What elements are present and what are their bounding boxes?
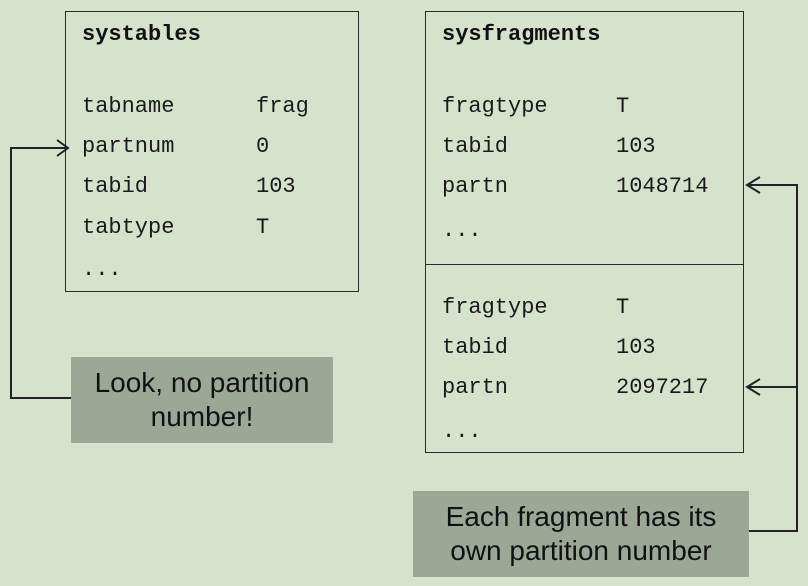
systables-row-tabname-value: frag xyxy=(256,94,309,119)
systables-row-tabid-key: tabid xyxy=(82,174,149,199)
fragment2-partn-value: 2097217 xyxy=(616,375,709,400)
systables-box: systables tabname frag partnum 0 tabid 1… xyxy=(65,11,359,292)
fragment1-partn-key: partn xyxy=(442,174,509,199)
sysfragments-box: sysfragments fragtype T tabid 103 partn … xyxy=(425,11,744,453)
fragment1-partn-value: 1048714 xyxy=(616,174,709,199)
fragment-divider xyxy=(426,264,743,265)
fragment2-ellipsis: ... xyxy=(442,419,482,444)
fragment2-fragtype-key: fragtype xyxy=(442,295,548,320)
systables-row-partnum-key: partnum xyxy=(82,134,175,159)
systables-ellipsis: ... xyxy=(82,257,122,282)
fragment1-fragtype-key: fragtype xyxy=(442,94,548,119)
systables-title: systables xyxy=(82,22,201,47)
fragment2-partn-key: partn xyxy=(442,375,509,400)
fragment1-fragtype-value: T xyxy=(616,94,630,119)
sysfragments-title: sysfragments xyxy=(442,22,601,47)
systables-row-tabtype-value: T xyxy=(256,215,270,240)
left-connector-line xyxy=(10,147,71,399)
left-arrowhead-icon xyxy=(56,139,70,157)
left-callout: Look, no partition number! xyxy=(71,357,333,443)
fragment1-tabid-key: tabid xyxy=(442,134,509,159)
systables-row-tabname-key: tabname xyxy=(82,94,175,119)
right-callout: Each fragment has its own partition numb… xyxy=(413,491,749,577)
systables-row-partnum-value: 0 xyxy=(256,134,270,159)
fragment2-fragtype-value: T xyxy=(616,295,630,320)
fragment2-tabid-value: 103 xyxy=(616,335,656,360)
fragment1-tabid-value: 103 xyxy=(616,134,656,159)
fragment2-tabid-key: tabid xyxy=(442,335,509,360)
right-arrowhead-top-icon xyxy=(745,176,761,194)
systables-row-tabtype-key: tabtype xyxy=(82,215,175,240)
fragment1-ellipsis: ... xyxy=(442,218,482,243)
systables-row-tabid-value: 103 xyxy=(256,174,296,199)
right-connector-line xyxy=(747,184,798,532)
right-arrowhead-bottom-icon xyxy=(745,378,761,396)
